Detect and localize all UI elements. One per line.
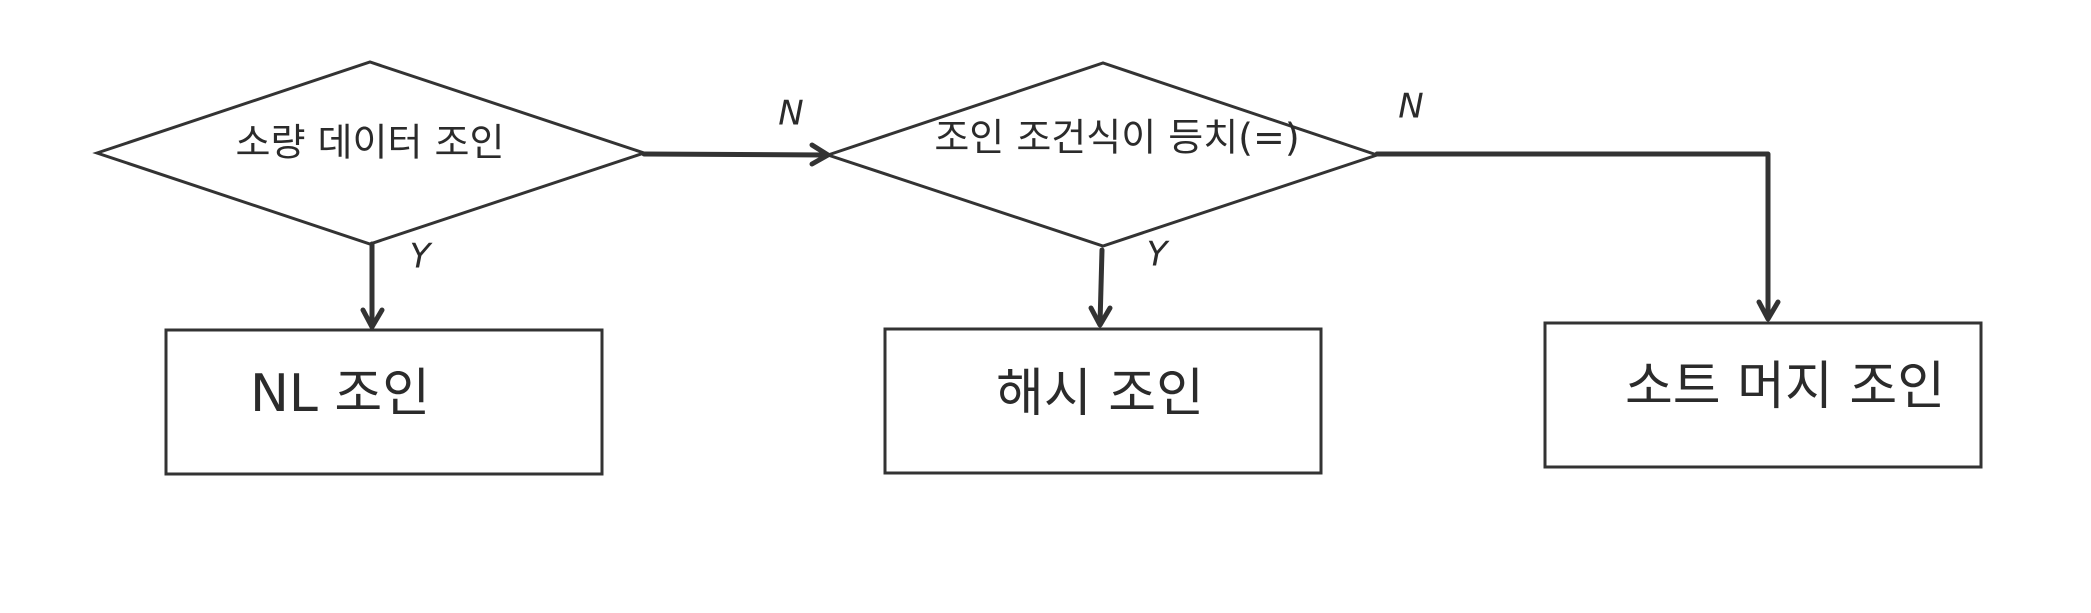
decision-small-data-node: 소량 데이터 조인 [92,60,649,246]
edge-equi-join-no-arrowhead [1756,299,1781,322]
sort-merge-join-box [1543,321,1983,469]
sort-merge-join-node: 소트 머지 조인 [1543,321,1983,469]
hash-join-node: 해시 조인 [883,327,1323,475]
decision-equi-join-node: 조인 조건식이 등치(=) [823,61,1382,248]
decision-small-data-label: 소량 데이터 조인 [236,121,505,165]
edge-equi-join-no-label: N [1398,87,1423,127]
decision-equi-join-label: 조인 조건식이 등치(=) [934,116,1299,160]
edge-small-data-yes-arrowhead [360,307,385,330]
edge-small-data-no-line [641,151,829,158]
nl-join-label: NL 조인 [250,364,430,424]
hash-join-box [883,327,1323,475]
edge-small-data-no: N [641,94,831,167]
edge-equi-join-no-line [1374,151,1771,321]
edge-small-data-yes: Y [360,237,433,330]
hash-join-label: 해시 조인 [996,364,1204,424]
edge-small-data-no-arrowhead [809,142,831,167]
edge-equi-join-no: N [1374,87,1781,322]
edge-small-data-yes-label: Y [410,237,433,277]
edge-equi-join-yes-arrowhead [1088,305,1113,328]
edge-equi-join-yes-label: Y [1147,235,1170,275]
edge-equi-join-yes: Y [1088,235,1170,328]
edge-small-data-no-label: N [778,94,803,134]
nl-join-node: NL 조인 [164,328,604,476]
edge-equi-join-yes-line [1097,247,1105,327]
nl-join-box [164,328,604,476]
sort-merge-join-label: 소트 머지 조인 [1625,357,1945,417]
